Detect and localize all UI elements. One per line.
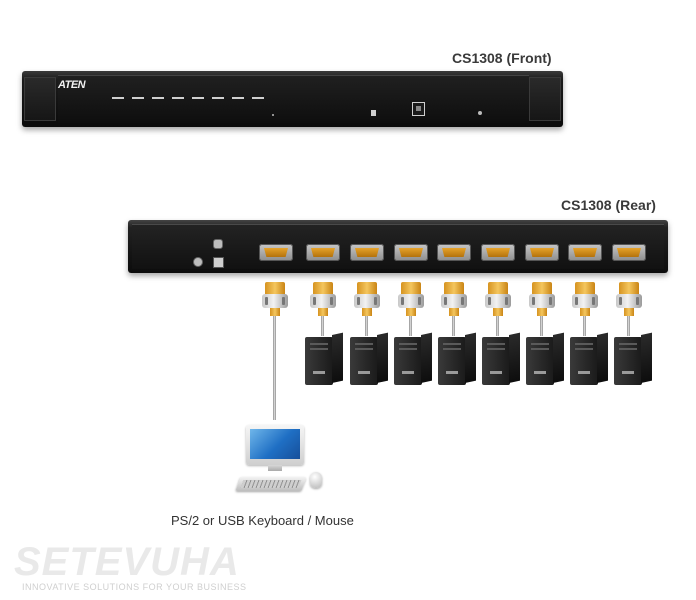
vga-cable-icon — [572, 282, 598, 316]
pc-cable — [583, 316, 586, 336]
aten-logo: ATEN — [58, 79, 86, 91]
pc-tower-icon — [570, 332, 608, 385]
vga-port-icon — [568, 244, 602, 261]
watermark-brand: SETEVUHA — [14, 540, 240, 584]
usb-port-icon — [412, 102, 425, 116]
watermark-tagline: INNOVATIVE SOLUTIONS FOR YOUR BUSINESS — [22, 582, 247, 592]
reset-icon — [272, 114, 274, 116]
console-caption: PS/2 or USB Keyboard / Mouse — [171, 513, 354, 528]
mouse-icon — [310, 472, 322, 488]
vga-cable-icon — [441, 282, 467, 316]
pc-tower-icon — [482, 332, 520, 385]
grounding-icon — [193, 257, 203, 267]
kvm-front-panel — [22, 71, 563, 127]
vga-cable-icon — [529, 282, 555, 316]
vga-port-icon — [350, 244, 384, 261]
vga-cable-icon — [354, 282, 380, 316]
vga-port-icon — [259, 244, 293, 261]
vga-cable-icon — [398, 282, 424, 316]
port-led-2 — [132, 97, 144, 99]
port-led-8 — [252, 97, 264, 99]
vga-port-icon — [437, 244, 471, 261]
firmware-switch-icon — [213, 239, 223, 249]
pc-cable — [627, 316, 630, 336]
port-led-4 — [172, 97, 184, 99]
switch-icon — [371, 110, 376, 116]
front-faceplate — [58, 75, 529, 123]
rack-ear-right — [529, 77, 561, 121]
vga-port-icon — [394, 244, 428, 261]
vga-cable-icon — [262, 282, 288, 316]
vga-port-icon — [306, 244, 340, 261]
port-led-1 — [112, 97, 124, 99]
port-led-5 — [192, 97, 204, 99]
pc-cable — [496, 316, 499, 336]
keyboard-icon — [235, 477, 307, 491]
rack-ear-left — [24, 77, 56, 121]
pc-cable — [365, 316, 368, 336]
pc-tower-icon — [526, 332, 564, 385]
pc-tower-icon — [438, 332, 476, 385]
vga-port-icon — [525, 244, 559, 261]
vga-cable-icon — [310, 282, 336, 316]
port-led-7 — [232, 97, 244, 99]
port-led-3 — [152, 97, 164, 99]
front-unit-title: CS1308 (Front) — [452, 50, 552, 66]
power-jack-icon — [213, 257, 224, 268]
pc-tower-icon — [305, 332, 343, 385]
pc-cable — [409, 316, 412, 336]
pc-cable — [452, 316, 455, 336]
console-cable — [273, 316, 276, 420]
pc-cable — [540, 316, 543, 336]
vga-cable-icon — [485, 282, 511, 316]
pc-tower-icon — [350, 332, 388, 385]
vga-port-icon — [481, 244, 515, 261]
rear-unit-title: CS1308 (Rear) — [561, 197, 656, 213]
vga-cable-icon — [616, 282, 642, 316]
pc-tower-icon — [614, 332, 652, 385]
pc-cable — [321, 316, 324, 336]
monitor-icon — [246, 425, 304, 471]
pc-tower-icon — [394, 332, 432, 385]
power-led-icon — [478, 111, 482, 115]
vga-port-icon — [612, 244, 646, 261]
port-led-6 — [212, 97, 224, 99]
